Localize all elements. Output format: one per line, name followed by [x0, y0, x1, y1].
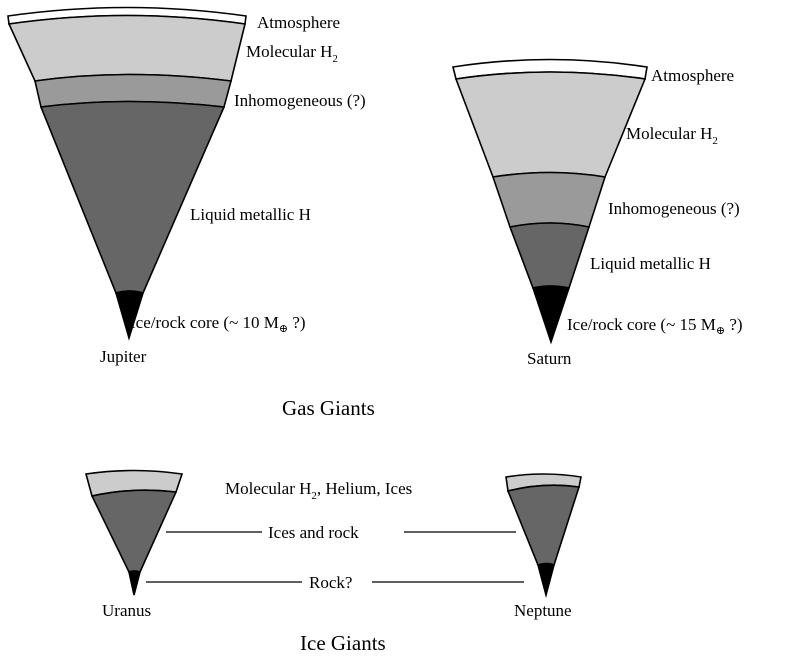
saturn-inhomogeneous-layer: [491, 171, 607, 228]
ice-giants-outer-label: Molecular H2, Helium, Ices: [225, 479, 412, 502]
uranus-wedge: [84, 469, 184, 596]
neptune-wedge: [505, 473, 582, 599]
ices-rock-label: Ices and rock: [268, 523, 359, 542]
gas-giants-section-label: Gas Giants: [282, 396, 375, 420]
neptune-ice-rock-layer: [506, 484, 581, 567]
ice-giants-section-label: Ice Giants: [300, 631, 386, 655]
saturn-metallic-layer: [508, 222, 591, 289]
rock-label: Rock?: [309, 573, 352, 592]
saturn-inhomogeneous-label: Inhomogeneous (?): [608, 199, 740, 218]
jupiter-inhomogeneous-label: Inhomogeneous (?): [234, 91, 366, 110]
uranus-ice-rock-layer: [90, 489, 178, 574]
jupiter-core: [115, 290, 145, 341]
saturn-name-label: Saturn: [527, 349, 572, 368]
uranus-name-label: Uranus: [102, 601, 151, 620]
jupiter-metallic-layer: [39, 100, 226, 294]
neptune-name-label: Neptune: [514, 601, 572, 620]
saturn-core-label: Ice/rock core (~ 15 M⊕ ?): [567, 315, 743, 337]
jupiter-atmosphere-label: Atmosphere: [257, 13, 340, 32]
jupiter-wedge: [7, 6, 247, 341]
saturn-atmosphere-label: Atmosphere: [651, 66, 734, 85]
saturn-molecular-layer: [454, 71, 647, 178]
jupiter-name-label: Jupiter: [100, 347, 147, 366]
saturn-molecular-label: Molecular H2: [626, 124, 718, 147]
saturn-metallic-label: Liquid metallic H: [590, 254, 711, 273]
jupiter-metallic-label: Liquid metallic H: [190, 205, 311, 224]
jupiter-molecular-layer: [7, 14, 246, 82]
saturn-core: [531, 285, 571, 345]
saturn-wedge: [452, 58, 648, 345]
neptune-core: [537, 562, 555, 599]
jupiter-core-label: Ice/rock core (~ 10 M⊕ ?): [130, 313, 306, 335]
jupiter-molecular-label: Molecular H2: [246, 42, 338, 65]
uranus-core: [128, 570, 141, 596]
